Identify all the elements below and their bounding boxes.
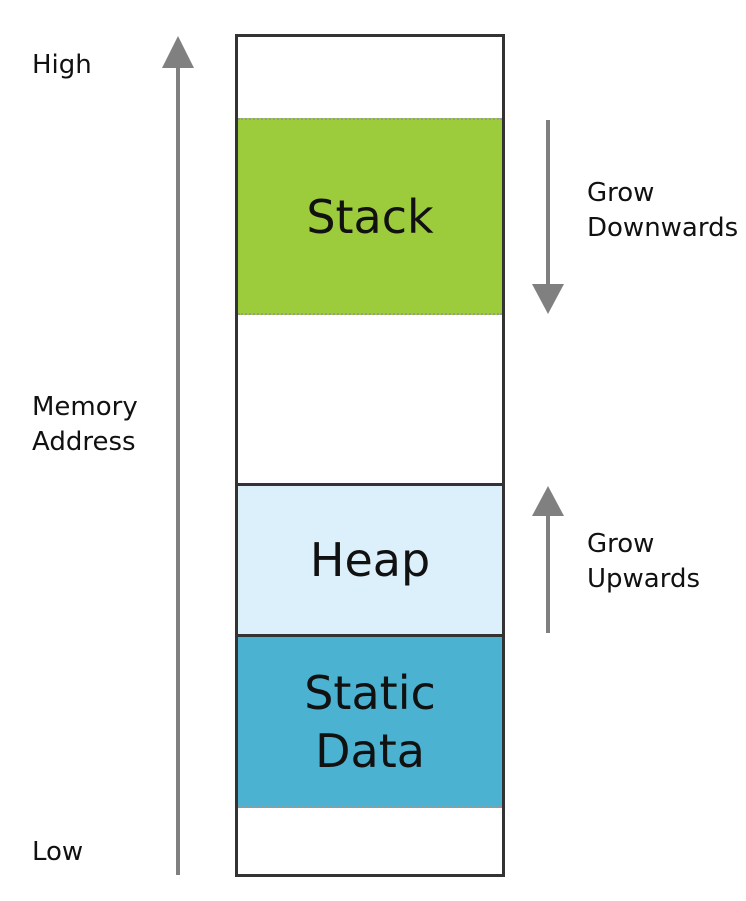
static-data-label-line-1: Static <box>304 665 436 720</box>
grow-downwards-line-1: Grow <box>587 178 655 208</box>
axis-title-line-2: Address <box>32 427 136 457</box>
axis-title: Memory Address <box>32 390 138 460</box>
grow-upwards-arrow <box>532 486 564 633</box>
grow-upwards-line-2: Upwards <box>587 564 701 594</box>
static-data-segment: Static Data <box>238 637 502 808</box>
axis-title-line-1: Memory <box>32 392 138 422</box>
memory-address-axis-arrow <box>162 36 194 875</box>
static-data-label-line-2: Data <box>315 723 425 778</box>
grow-downwards-label: Grow Downwards <box>587 176 738 246</box>
stack-label: Stack <box>306 189 434 244</box>
memory-layout-column: Stack Heap Static Data <box>235 34 505 877</box>
heap-label: Heap <box>309 533 431 587</box>
grow-upwards-label: Grow Upwards <box>587 527 700 597</box>
grow-downwards-arrow <box>532 120 564 314</box>
axis-high-label: High <box>32 50 92 80</box>
axis-low-label: Low <box>32 837 84 867</box>
stack-segment: Stack <box>238 118 502 315</box>
heap-segment: Heap <box>238 483 502 637</box>
grow-downwards-line-2: Downwards <box>587 213 739 243</box>
grow-upwards-line-1: Grow <box>587 529 655 559</box>
